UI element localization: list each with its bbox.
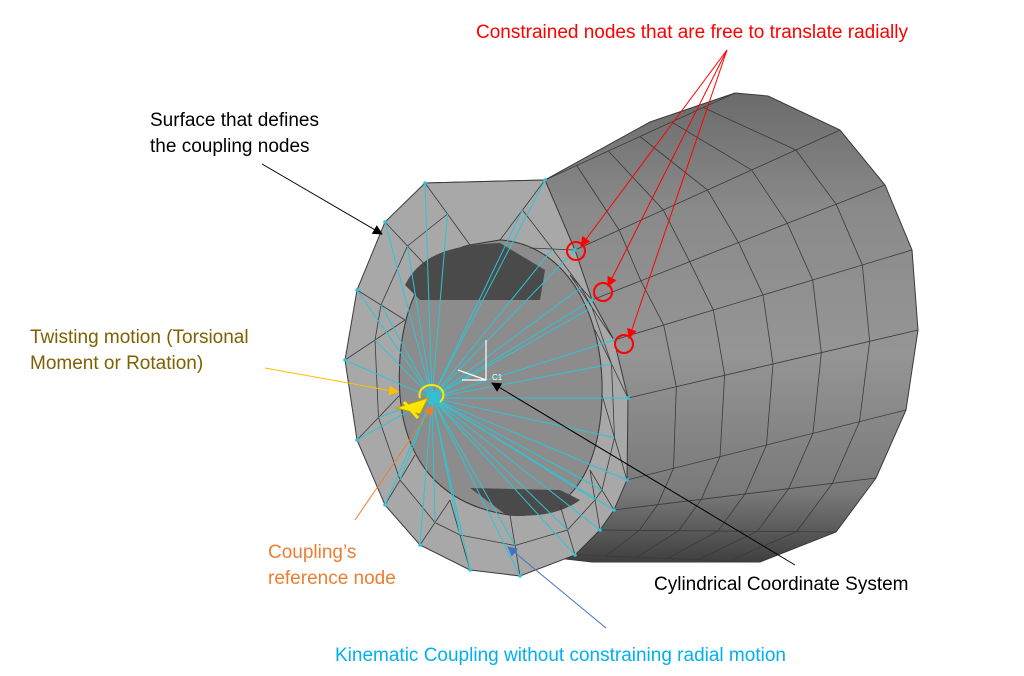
mesh-line <box>374 209 615 546</box>
mesh-line <box>671 121 822 561</box>
coupling-node <box>355 288 359 292</box>
cylinder-side-grid <box>544 92 919 563</box>
coupling-line <box>431 397 576 556</box>
coupling-line <box>431 397 568 531</box>
coupling-node <box>573 553 577 557</box>
coupling-line <box>431 213 448 399</box>
coupling-line <box>431 397 516 546</box>
coupling-node <box>355 438 359 442</box>
twisting-motion-line2: Moment or Rotation) <box>30 353 204 374</box>
cylindrical-csys-label: Cylindrical Coordinate System <box>654 574 909 595</box>
kinematic-coupling-label: Kinematic Coupling without constraining … <box>335 645 786 666</box>
coupling-node <box>423 181 427 185</box>
constrained-node-circle-icon <box>593 282 613 302</box>
coupling-node <box>468 568 472 572</box>
surface-label-line1: Surface that defines <box>150 110 319 131</box>
coupling-line <box>431 249 576 399</box>
reference-node-line1: Coupling’s <box>268 542 357 563</box>
coupling-line <box>419 397 433 546</box>
coupling-line <box>431 179 546 399</box>
coupling-line <box>356 289 433 399</box>
coupling-line <box>431 397 436 523</box>
coupling-node <box>590 298 594 302</box>
reference-node-line2: reference node <box>268 568 396 589</box>
coupling-line <box>384 221 433 399</box>
coupling-line <box>380 304 433 399</box>
coupling-node <box>543 178 547 182</box>
mesh-line <box>576 165 677 557</box>
coupling-node <box>418 543 422 547</box>
coupling-line <box>424 182 433 399</box>
coupling-line <box>431 299 593 399</box>
coupling-node <box>573 248 577 252</box>
constrained-nodes-label: Constrained nodes that are free to trans… <box>476 22 908 43</box>
leader-lines <box>261 49 796 629</box>
cylinder-mesh <box>344 92 919 577</box>
coupling-node <box>612 508 616 512</box>
coupling-line <box>431 307 593 399</box>
coupling-line <box>431 209 523 399</box>
mesh-line <box>639 136 774 559</box>
coupling-constraint-lines <box>343 178 630 578</box>
coupling-node <box>383 503 387 507</box>
coupling-line <box>344 359 433 399</box>
coupling-line <box>431 397 461 536</box>
constrained-node-circle-icon <box>566 241 586 261</box>
coupling-node <box>626 396 630 400</box>
coupling-line <box>407 245 433 399</box>
reference-node-label: Coupling’s reference node <box>268 540 396 592</box>
surface-label-line2: the coupling nodes <box>150 136 310 157</box>
triad-icon <box>457 340 487 381</box>
mesh-line <box>703 107 871 562</box>
mesh-line <box>608 150 726 558</box>
inner-bore-shadow-2 <box>470 488 580 516</box>
triad-label-csys: C1 <box>492 373 503 382</box>
constrained-node-circle-icon <box>614 334 634 354</box>
coupling-node <box>383 220 387 224</box>
coupling-line <box>431 339 615 399</box>
coupling-line <box>431 397 603 491</box>
inner-bore-shadow <box>405 243 545 300</box>
coupling-line <box>431 397 615 438</box>
coupling-line <box>431 248 553 399</box>
coupling-line <box>431 397 601 531</box>
coupling-line <box>431 397 596 501</box>
twisting-motion-line1: Twisting motion (Torsional <box>30 327 249 348</box>
coupling-node <box>343 358 347 362</box>
coupling-line <box>431 397 628 481</box>
surface-label: Surface that defines the coupling nodes <box>150 108 319 160</box>
coupling-line <box>431 397 521 577</box>
coupling-line <box>431 363 612 399</box>
coupling-node <box>518 574 522 578</box>
coupling-node <box>625 478 629 482</box>
coupling-line <box>431 287 582 399</box>
load-arrow-icon <box>394 383 445 419</box>
coupling-node <box>598 528 602 532</box>
twisting-motion-label: Twisting motion (Torsional Moment or Rot… <box>30 325 249 377</box>
